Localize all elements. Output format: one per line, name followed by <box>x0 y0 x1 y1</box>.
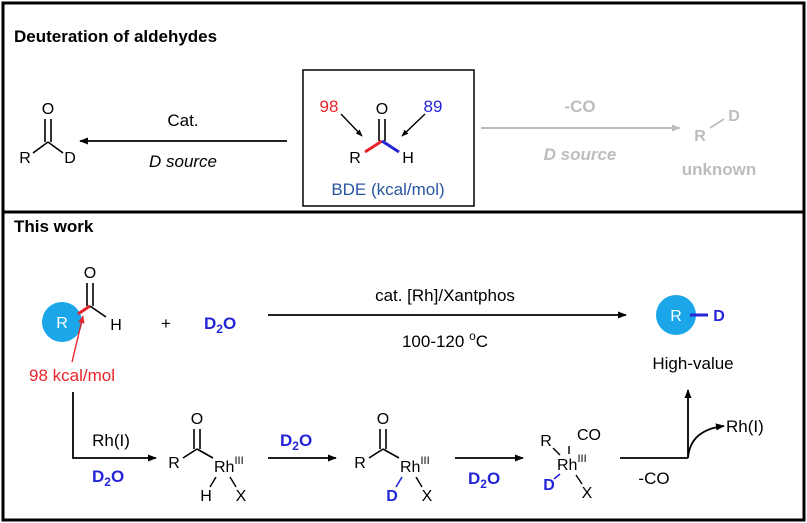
atom-h: H <box>200 488 212 505</box>
bde-value-c-c: 98 <box>320 97 339 116</box>
section2-title: This work <box>14 217 94 236</box>
step1-arrow <box>72 392 157 462</box>
catalyst-label: cat. [Rh]/Xantphos <box>375 286 515 305</box>
co-loss-label: -CO <box>638 469 669 488</box>
to-catalyst-arrow <box>687 423 725 459</box>
atom-r: R <box>19 150 31 167</box>
section1-title: Deuteration of aldehydes <box>14 27 217 46</box>
acyl-rh-deuteride-intermediate: O R RhIII D X <box>354 411 432 505</box>
atom-d: D <box>543 477 555 494</box>
rh-i-regenerated: Rh(I) <box>726 417 764 436</box>
atom-d: D <box>64 150 76 167</box>
atom-x: X <box>422 488 433 505</box>
atom-o: O <box>377 411 389 428</box>
deuterated-product: R D High-value <box>652 295 734 373</box>
atom-o: O <box>376 101 388 118</box>
r-ring <box>656 295 696 335</box>
atom-d: D <box>386 488 398 505</box>
d-source-label: D source <box>149 152 217 171</box>
d2o-reagent: D2O <box>468 469 500 491</box>
atom-x: X <box>236 488 247 505</box>
bde-value-c-h: 89 <box>424 97 443 116</box>
atom-o: O <box>42 101 54 118</box>
d-source-label: D source <box>544 145 617 164</box>
bde-box: 98 89 O R H BDE (kcal/mol) <box>302 69 475 207</box>
high-value-label: High-value <box>652 354 733 373</box>
catalyst-label: Cat. <box>167 111 198 130</box>
unknown-product: R D unknown <box>682 108 757 179</box>
atom-h: H <box>402 150 414 167</box>
plus-sign: + <box>161 314 171 333</box>
aldehyde-substrate: R O H 98 kcal/mol <box>29 265 122 385</box>
atom-r: R <box>354 455 366 472</box>
atom-d: D <box>713 308 725 325</box>
atom-r: R <box>670 308 682 325</box>
unknown-label: unknown <box>682 160 757 179</box>
d2o-reagent: D2O <box>204 314 236 336</box>
atom-d: D <box>728 108 740 125</box>
deuterated-aldehyde-product: O R D <box>19 101 76 167</box>
atom-o: O <box>84 265 96 282</box>
temperature-label: 100-120 oC <box>402 329 488 351</box>
alkyl-rh-carbonyl-intermediate: CO R RhIII D X <box>540 427 601 502</box>
bde-caption: BDE (kcal/mol) <box>331 180 444 199</box>
atom-r: R <box>540 433 552 450</box>
atom-r: R <box>56 315 68 332</box>
decarbonylation-label: -CO <box>564 97 595 116</box>
atom-h: H <box>110 317 122 334</box>
atom-o: O <box>191 411 203 428</box>
atom-r: R <box>168 455 180 472</box>
rh-center: RhIII <box>400 455 430 476</box>
rh-center: RhIII <box>557 453 587 474</box>
rh-center: RhIII <box>214 455 244 476</box>
d2o-reagent: D2O <box>280 431 312 453</box>
atom-r: R <box>349 150 361 167</box>
d2o-reagent: D2O <box>92 467 124 489</box>
acyl-rh-hydride-intermediate: O R RhIII H X <box>168 411 246 505</box>
co-ligand: CO <box>577 427 601 444</box>
rh-i-label: Rh(I) <box>92 431 130 450</box>
bde-label: 98 kcal/mol <box>29 366 115 385</box>
atom-r: R <box>694 128 706 145</box>
atom-x: X <box>582 485 593 502</box>
r-ring <box>42 302 82 342</box>
